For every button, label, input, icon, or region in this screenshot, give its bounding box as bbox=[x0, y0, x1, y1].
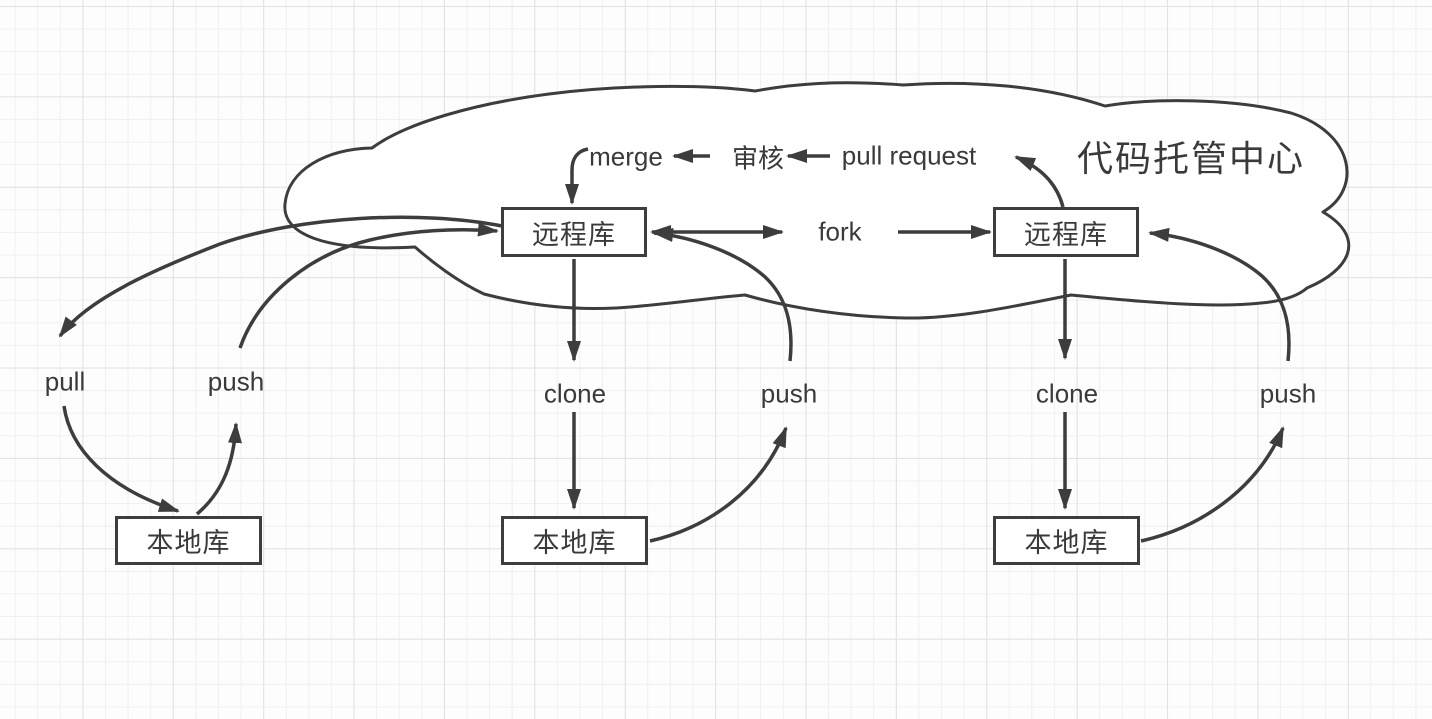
cloud-shape bbox=[283, 81, 1351, 320]
label-pull-left: pull bbox=[44, 366, 86, 397]
label-push-center: push bbox=[760, 378, 818, 409]
edge-pull-lower bbox=[62, 405, 180, 513]
node-remote-repo-right: 远程库 bbox=[993, 207, 1139, 257]
edge-push-center-lower bbox=[649, 426, 788, 543]
node-remote-repo-left: 远程库 bbox=[501, 207, 647, 257]
edge-push-right-upper bbox=[1148, 227, 1291, 362]
label-push-right: push bbox=[1259, 378, 1317, 409]
label-clone-right: clone bbox=[1035, 378, 1099, 409]
edge-remote-right-to-pullrequest bbox=[1014, 155, 1065, 208]
label-fork: fork bbox=[818, 216, 862, 247]
edge-push-center-upper bbox=[652, 228, 793, 362]
edge-push-left-lower bbox=[195, 422, 242, 516]
node-local-repo-left: 本地库 bbox=[115, 516, 262, 565]
node-local-repo-center: 本地库 bbox=[501, 516, 648, 565]
cloud-title: 代码托管中心 bbox=[1076, 138, 1306, 179]
label-clone-center: clone bbox=[543, 378, 607, 409]
edge-merge-to-remote-left bbox=[565, 147, 589, 205]
label-merge: merge bbox=[589, 141, 663, 172]
edge-push-left-upper bbox=[238, 222, 499, 349]
edge-pull-upper bbox=[58, 215, 503, 338]
edge-push-right-lower bbox=[1140, 426, 1285, 543]
label-review: 审核 bbox=[731, 143, 785, 174]
label-pull-request: pull request bbox=[841, 140, 977, 171]
label-push-left: push bbox=[207, 366, 265, 397]
node-local-repo-right: 本地库 bbox=[993, 516, 1140, 565]
